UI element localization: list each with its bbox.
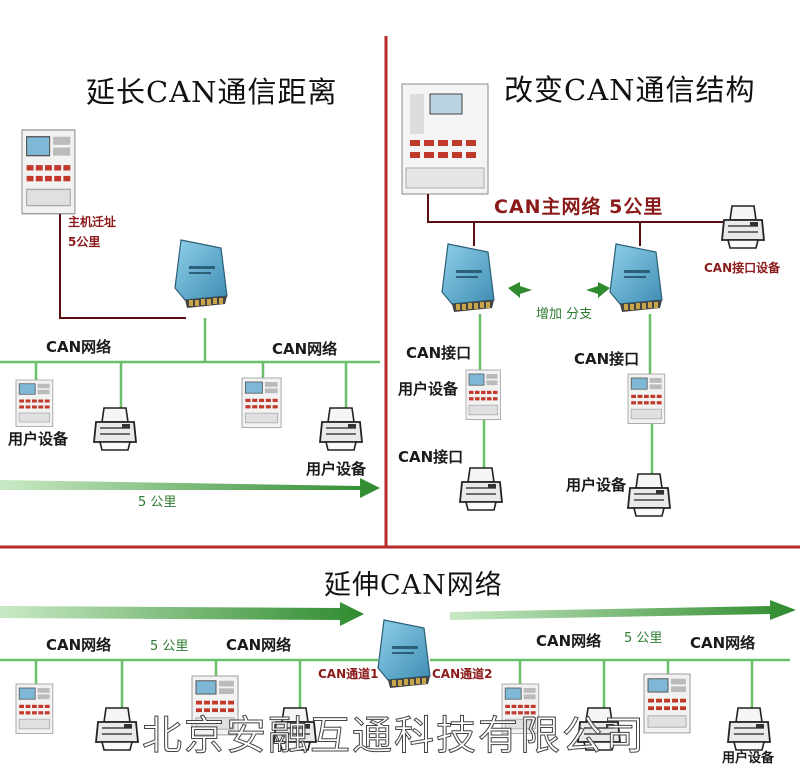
can-converter-icon bbox=[174, 239, 228, 309]
user-panel-icon bbox=[15, 379, 54, 427]
can-network-label: CAN网络 bbox=[46, 338, 112, 356]
printer-icon bbox=[93, 407, 137, 451]
distance-label: 5 公里 bbox=[624, 631, 663, 646]
main-network-label: CAN主网络 5公里 bbox=[494, 196, 664, 218]
host-link-line bbox=[59, 214, 186, 319]
panel1-diagram bbox=[0, 129, 380, 498]
user-device-label: 用户设备 bbox=[398, 380, 459, 398]
user-device-label: 用户设备 bbox=[8, 430, 69, 448]
printer-icon bbox=[727, 707, 771, 751]
user-panel-icon bbox=[15, 683, 54, 734]
panel3-diagram bbox=[0, 600, 796, 751]
user-panel-icon bbox=[627, 373, 666, 425]
panel2-title: 改变CAN通信结构 bbox=[504, 73, 756, 107]
user-device-label: 用户设备 bbox=[722, 751, 775, 766]
company-watermark: 北京安融互通科技有限公司 bbox=[142, 713, 646, 759]
add-branch-label: 增加 分支 bbox=[536, 307, 593, 322]
user-panel-icon bbox=[241, 377, 282, 429]
can-network-label: CAN网络 bbox=[536, 632, 602, 650]
panel3-title: 延伸CAN网络 bbox=[324, 570, 503, 601]
host-panel-icon bbox=[21, 129, 76, 215]
user-device-label: 用户设备 bbox=[306, 460, 367, 478]
panel1-title: 延长CAN通信距离 bbox=[86, 75, 338, 109]
can-network-label: CAN网络 bbox=[690, 634, 756, 652]
can-converter-icon bbox=[441, 243, 495, 313]
user-panel-icon bbox=[465, 369, 501, 421]
can-port-device-label: CAN接口设备 bbox=[704, 261, 781, 275]
can-network-label: CAN网络 bbox=[226, 636, 292, 654]
user-panel-icon bbox=[643, 673, 691, 734]
can-channel-2-label: CAN通道2 bbox=[432, 667, 493, 681]
can-converter-icon bbox=[377, 619, 431, 689]
branch-arrow bbox=[508, 282, 532, 298]
extend-arrow-right bbox=[450, 600, 796, 620]
panel2-diagram bbox=[401, 83, 765, 517]
host-distance-label: 5公里 bbox=[68, 235, 101, 249]
extend-arrow-left bbox=[0, 602, 364, 626]
printer-icon bbox=[459, 467, 503, 511]
can-port-label: CAN接口 bbox=[398, 448, 464, 466]
can-network-label: CAN网络 bbox=[272, 340, 338, 358]
distance-label: 5 公里 bbox=[150, 639, 189, 654]
distance-label: 5 公里 bbox=[138, 495, 177, 510]
can-network-label: CAN网络 bbox=[46, 636, 112, 654]
printer-icon bbox=[95, 707, 139, 751]
main-network-line bbox=[427, 194, 724, 223]
can-port-label: CAN接口 bbox=[406, 344, 472, 362]
printer-icon bbox=[319, 407, 363, 451]
branch-arrow bbox=[586, 282, 610, 298]
can-converter-icon bbox=[609, 243, 663, 313]
main-host-panel-icon bbox=[401, 83, 489, 195]
distance-arrow bbox=[0, 478, 380, 498]
printer-icon bbox=[627, 473, 671, 517]
host-move-label: 主机迁址 bbox=[68, 215, 117, 229]
can-channel-1-label: CAN通道1 bbox=[318, 667, 379, 681]
user-device-label: 用户设备 bbox=[566, 476, 627, 494]
printer-icon bbox=[721, 205, 765, 249]
can-port-label: CAN接口 bbox=[574, 350, 640, 368]
